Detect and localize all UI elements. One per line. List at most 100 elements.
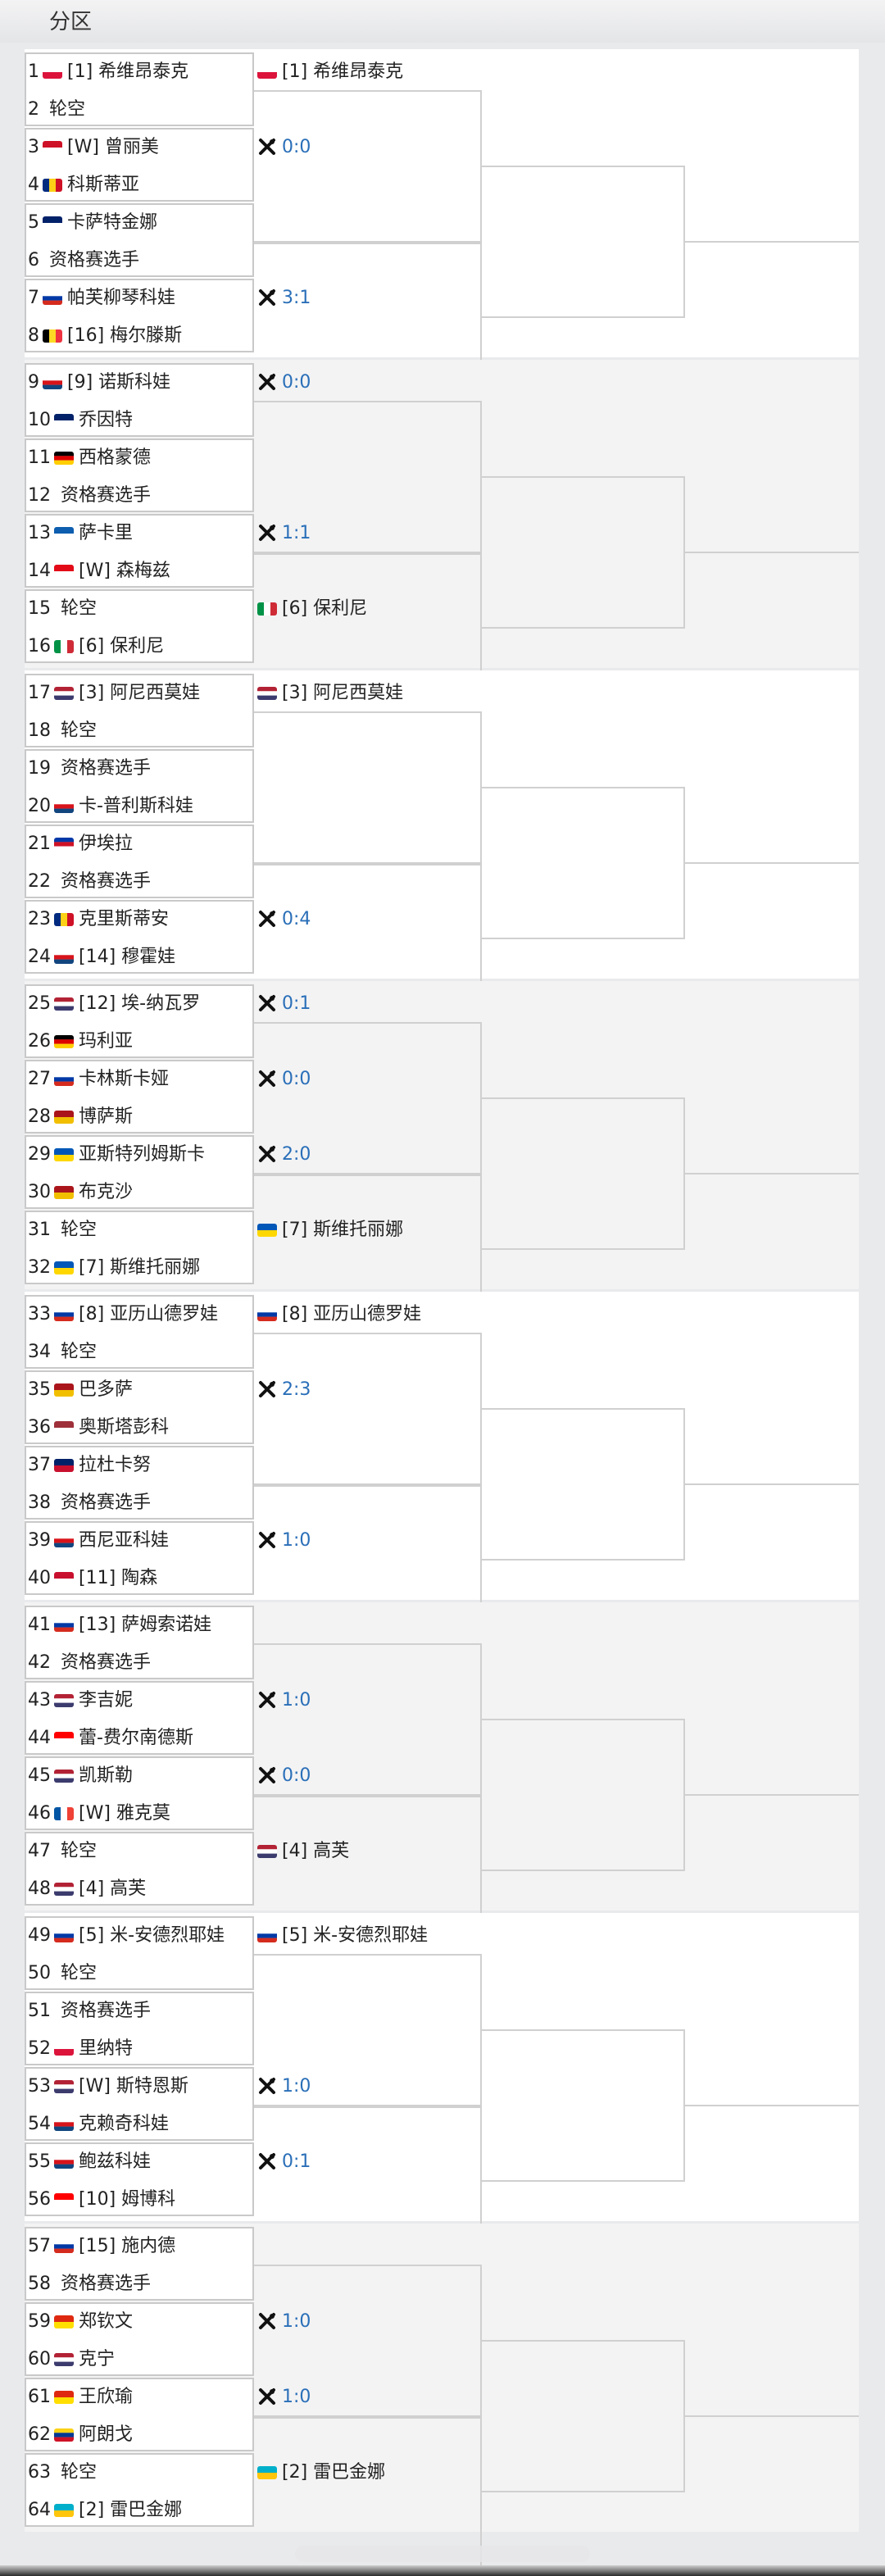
player-row[interactable]: 16[6] 保利尼: [28, 629, 164, 665]
player-row[interactable]: 53[W] 斯特恩斯: [28, 2069, 188, 2105]
match-score[interactable]: 0:4: [257, 902, 311, 938]
match-score[interactable]: 1:0: [257, 1523, 311, 1559]
match-score[interactable]: 1:1: [257, 516, 311, 552]
match-score[interactable]: 0:1: [257, 986, 311, 1022]
advanced-player[interactable]: [5] 米-安德烈耶娃: [257, 1918, 428, 1954]
advanced-player[interactable]: [1] 希维昂泰克: [257, 54, 403, 90]
match-score[interactable]: 0:0: [257, 1061, 311, 1097]
match-score[interactable]: 0:1: [257, 2144, 311, 2180]
player-row[interactable]: 24[14] 穆霍娃: [28, 939, 175, 975]
match-score[interactable]: 0:0: [257, 1758, 311, 1794]
player-row[interactable]: 40[11] 陶森: [28, 1561, 157, 1597]
player-row[interactable]: 49[5] 米-安德烈耶娃: [28, 1918, 225, 1954]
advanced-player[interactable]: [4] 高芙: [257, 1833, 349, 1870]
advanced-player[interactable]: [2] 雷巴金娜: [257, 2455, 385, 2491]
advanced-player[interactable]: [6] 保利尼: [257, 591, 367, 627]
advanced-player[interactable]: [8] 亚历山德罗娃: [257, 1297, 421, 1333]
match-score[interactable]: 1:0: [257, 2379, 311, 2415]
player-row[interactable]: 56[10] 姆博科: [28, 2182, 175, 2218]
match-box[interactable]: [25, 52, 254, 126]
match-score[interactable]: 1:0: [257, 2069, 311, 2105]
player-row[interactable]: 3[W] 曾丽美: [28, 129, 159, 166]
player-row[interactable]: 32[7] 斯维托丽娜: [28, 1250, 200, 1286]
match-score[interactable]: 0:0: [257, 129, 311, 166]
player-row[interactable]: 25[12] 埃-纳瓦罗: [28, 986, 200, 1022]
player-row[interactable]: 14[W] 森梅兹: [28, 553, 170, 589]
match-box[interactable]: [25, 825, 254, 898]
match-box[interactable]: [25, 1916, 254, 1990]
player-row[interactable]: 1[1] 希维昂泰克: [28, 54, 188, 90]
player-row[interactable]: 41[13] 萨姆索诺娃: [28, 1607, 211, 1643]
match-score[interactable]: 2:0: [257, 1137, 311, 1173]
player-row[interactable]: 17[3] 阿尼西莫娃: [28, 675, 200, 711]
match-box[interactable]: [25, 1446, 254, 1520]
match-score[interactable]: 1:0: [257, 2304, 311, 2340]
match-score[interactable]: 0:0: [257, 365, 311, 401]
advanced-player[interactable]: [3] 阿尼西莫娃: [257, 675, 403, 711]
match-score[interactable]: 1:0: [257, 1683, 311, 1719]
player-row[interactable]: 9[9] 诺斯科娃: [28, 365, 170, 401]
match-box[interactable]: [25, 674, 254, 747]
match-score[interactable]: 3:1: [257, 280, 311, 316]
player-row[interactable]: 33[8] 亚历山德罗娃: [28, 1297, 218, 1333]
match-box[interactable]: [25, 128, 254, 202]
player-row[interactable]: 8[16] 梅尔滕斯: [28, 318, 182, 354]
player-row[interactable]: 48[4] 高芙: [28, 1871, 146, 1907]
match-box[interactable]: [25, 438, 254, 512]
match-box[interactable]: [25, 279, 254, 352]
match-score[interactable]: 2:3: [257, 1372, 311, 1408]
player-row[interactable]: 64[2] 雷巴金娜: [28, 2492, 182, 2528]
match-box[interactable]: [25, 203, 254, 277]
match-box[interactable]: [25, 1606, 254, 1679]
match-box[interactable]: [25, 2227, 254, 2301]
match-box[interactable]: [25, 1295, 254, 1369]
advanced-player[interactable]: [7] 斯维托丽娜: [257, 1212, 403, 1248]
player-row[interactable]: 46[W] 雅克莫: [28, 1796, 170, 1832]
home-indicator[interactable]: [295, 2546, 590, 2562]
player-row[interactable]: 57[15] 施内德: [28, 2228, 175, 2265]
